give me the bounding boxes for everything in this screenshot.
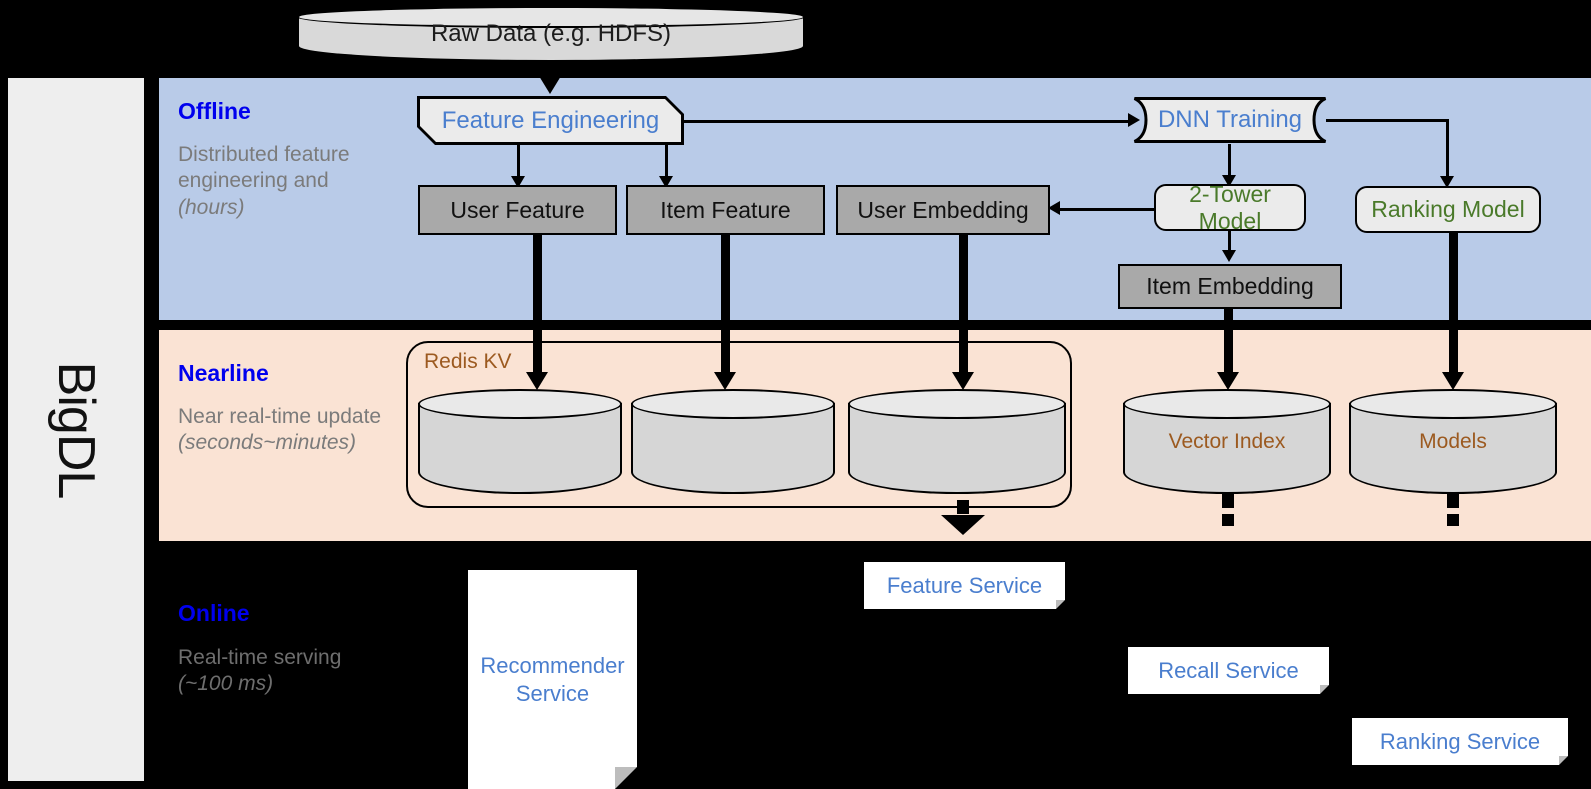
pipe-itemembedding-vectorindex bbox=[1224, 309, 1233, 381]
arrowhead-itemfeature-store bbox=[714, 372, 736, 390]
arrowhead-rankingmodel-models bbox=[1442, 372, 1464, 390]
edge-dnn-ranking-h bbox=[1326, 119, 1448, 122]
cylinder-top bbox=[1123, 389, 1331, 419]
connector-ranking-seg1 bbox=[1447, 494, 1459, 508]
node-ranking-service-label: Ranking Service bbox=[1379, 728, 1541, 754]
raw-data-label: Raw Data (e.g. HDFS) bbox=[430, 20, 672, 47]
arrowhead-rawdata-fe bbox=[539, 76, 561, 94]
node-shape bbox=[1133, 97, 1327, 143]
cylinder-top bbox=[848, 389, 1066, 419]
band-subtitle-nearline-italic: (seconds~minutes) bbox=[178, 431, 356, 455]
node-feature-engineering-label: Feature Engineering bbox=[420, 99, 681, 142]
band-subtitle-online-italic: (~100 ms) bbox=[178, 672, 274, 696]
page-fold-icon bbox=[1320, 685, 1329, 694]
pipe-itemfeature-store bbox=[721, 235, 730, 380]
node-item-embedding[interactable]: Item Embedding bbox=[1118, 264, 1342, 309]
bigdl-label: BigDL bbox=[47, 361, 105, 498]
cylinder-top bbox=[1349, 389, 1557, 419]
edge-twotower-itemembedding bbox=[1228, 231, 1231, 254]
cylinder-store-2-label bbox=[631, 389, 835, 494]
arrowhead-itemembedding-vectorindex bbox=[1217, 372, 1239, 390]
funnel-arrow-feature-service bbox=[941, 515, 985, 535]
node-recall-service[interactable]: Recall Service bbox=[1128, 647, 1329, 694]
node-recommender-service[interactable]: Recommender Service bbox=[468, 570, 637, 789]
cylinder-top bbox=[418, 389, 622, 419]
node-item-feature[interactable]: Item Feature bbox=[626, 185, 825, 235]
cylinder-models-label: Models bbox=[1419, 429, 1487, 453]
edge-fe-dnn bbox=[684, 120, 1130, 123]
edge-fe-itemfeature bbox=[665, 145, 668, 181]
arrowhead-dnn-ranking bbox=[1440, 176, 1454, 188]
connector-ranking-seg2 bbox=[1447, 514, 1459, 526]
connector-recall-seg1 bbox=[1222, 494, 1234, 508]
node-ranking-model[interactable]: Ranking Model bbox=[1355, 186, 1541, 233]
node-item-embedding-label: Item Embedding bbox=[1146, 273, 1314, 300]
redis-kv-label: Redis KV bbox=[424, 350, 512, 373]
cylinder-store-3-label bbox=[848, 389, 1066, 494]
node-two-tower-model-label: 2-Tower Model bbox=[1189, 181, 1271, 234]
band-title-online: Online bbox=[178, 600, 250, 626]
page-fold-icon bbox=[1056, 600, 1065, 609]
connector-featureservice-seg1 bbox=[957, 500, 969, 514]
cylinder-store-3[interactable] bbox=[848, 389, 1066, 494]
node-feature-service-label: Feature Service bbox=[886, 572, 1043, 598]
band-subtitle-offline: Distributed feature engineering and (hou… bbox=[178, 142, 393, 221]
node-user-feature-label: User Feature bbox=[450, 196, 585, 223]
cylinder-vector-index[interactable]: Vector Index bbox=[1123, 389, 1331, 494]
cylinder-store-2[interactable] bbox=[631, 389, 835, 494]
raw-data-cylinder: Raw Data (e.g. HDFS) bbox=[297, 6, 805, 62]
page-fold-icon bbox=[1559, 756, 1568, 765]
node-two-tower-model[interactable]: 2-Tower Model bbox=[1154, 181, 1306, 234]
cylinder-store-1-label bbox=[418, 389, 622, 494]
node-user-feature[interactable]: User Feature bbox=[418, 185, 617, 235]
node-recall-service-label: Recall Service bbox=[1158, 657, 1299, 683]
arrowhead-userembedding-store bbox=[952, 372, 974, 390]
edge-twotower-userembedding bbox=[1058, 208, 1156, 211]
edge-dnn-twotower bbox=[1228, 144, 1231, 180]
band-title-nearline: Nearline bbox=[178, 360, 269, 386]
pipe-userfeature-store bbox=[533, 235, 542, 380]
arrowhead-userfeature-store bbox=[526, 372, 548, 390]
cylinder-models[interactable]: Models bbox=[1349, 389, 1557, 494]
arrowhead-twotower-userembedding bbox=[1048, 201, 1060, 215]
node-item-feature-label: Item Feature bbox=[660, 196, 791, 223]
node-ranking-model-label: Ranking Model bbox=[1371, 196, 1525, 223]
cylinder-top bbox=[631, 389, 835, 419]
band-subtitle-offline-text: Distributed feature engineering and bbox=[178, 143, 350, 193]
node-ranking-service[interactable]: Ranking Service bbox=[1352, 718, 1568, 765]
node-user-embedding-label: User Embedding bbox=[857, 196, 1029, 223]
node-feature-service[interactable]: Feature Service bbox=[864, 562, 1065, 609]
band-subtitle-nearline: Near real-time update (seconds~minutes) bbox=[178, 404, 393, 457]
pipe-rankingmodel-models bbox=[1449, 233, 1458, 381]
arrowhead-twotower-itemembedding bbox=[1222, 250, 1236, 262]
edge-dnn-ranking-v bbox=[1446, 119, 1449, 181]
band-subtitle-nearline-text: Near real-time update bbox=[178, 405, 382, 428]
redis-kv-container bbox=[406, 341, 1072, 508]
band-subtitle-online: Real-time serving (~100 ms) bbox=[178, 645, 393, 698]
edge-rawdata-fe bbox=[549, 62, 552, 80]
cylinder-store-1[interactable] bbox=[418, 389, 622, 494]
node-dnn-training[interactable]: DNN Training bbox=[1132, 96, 1328, 144]
node-feature-engineering[interactable]: Feature Engineering bbox=[417, 96, 684, 145]
band-title-offline: Offline bbox=[178, 98, 251, 124]
cylinder-vector-index-label: Vector Index bbox=[1168, 429, 1286, 453]
bigdl-sidebar: BigDL bbox=[8, 78, 144, 781]
band-subtitle-online-text: Real-time serving bbox=[178, 646, 342, 669]
edge-fe-userfeature bbox=[517, 145, 520, 181]
cylinder-top bbox=[297, 6, 805, 28]
node-user-embedding[interactable]: User Embedding bbox=[836, 185, 1050, 235]
node-dnn-training-label: DNN Training bbox=[1157, 106, 1303, 133]
node-recommender-service-label: Recommender Service bbox=[480, 653, 625, 706]
page-fold-icon bbox=[615, 767, 637, 789]
band-subtitle-offline-italic: (hours) bbox=[178, 195, 245, 219]
connector-recall-seg2 bbox=[1222, 514, 1234, 526]
pipe-userembedding-store bbox=[959, 235, 968, 380]
arrowhead-fe-dnn bbox=[1128, 113, 1140, 127]
